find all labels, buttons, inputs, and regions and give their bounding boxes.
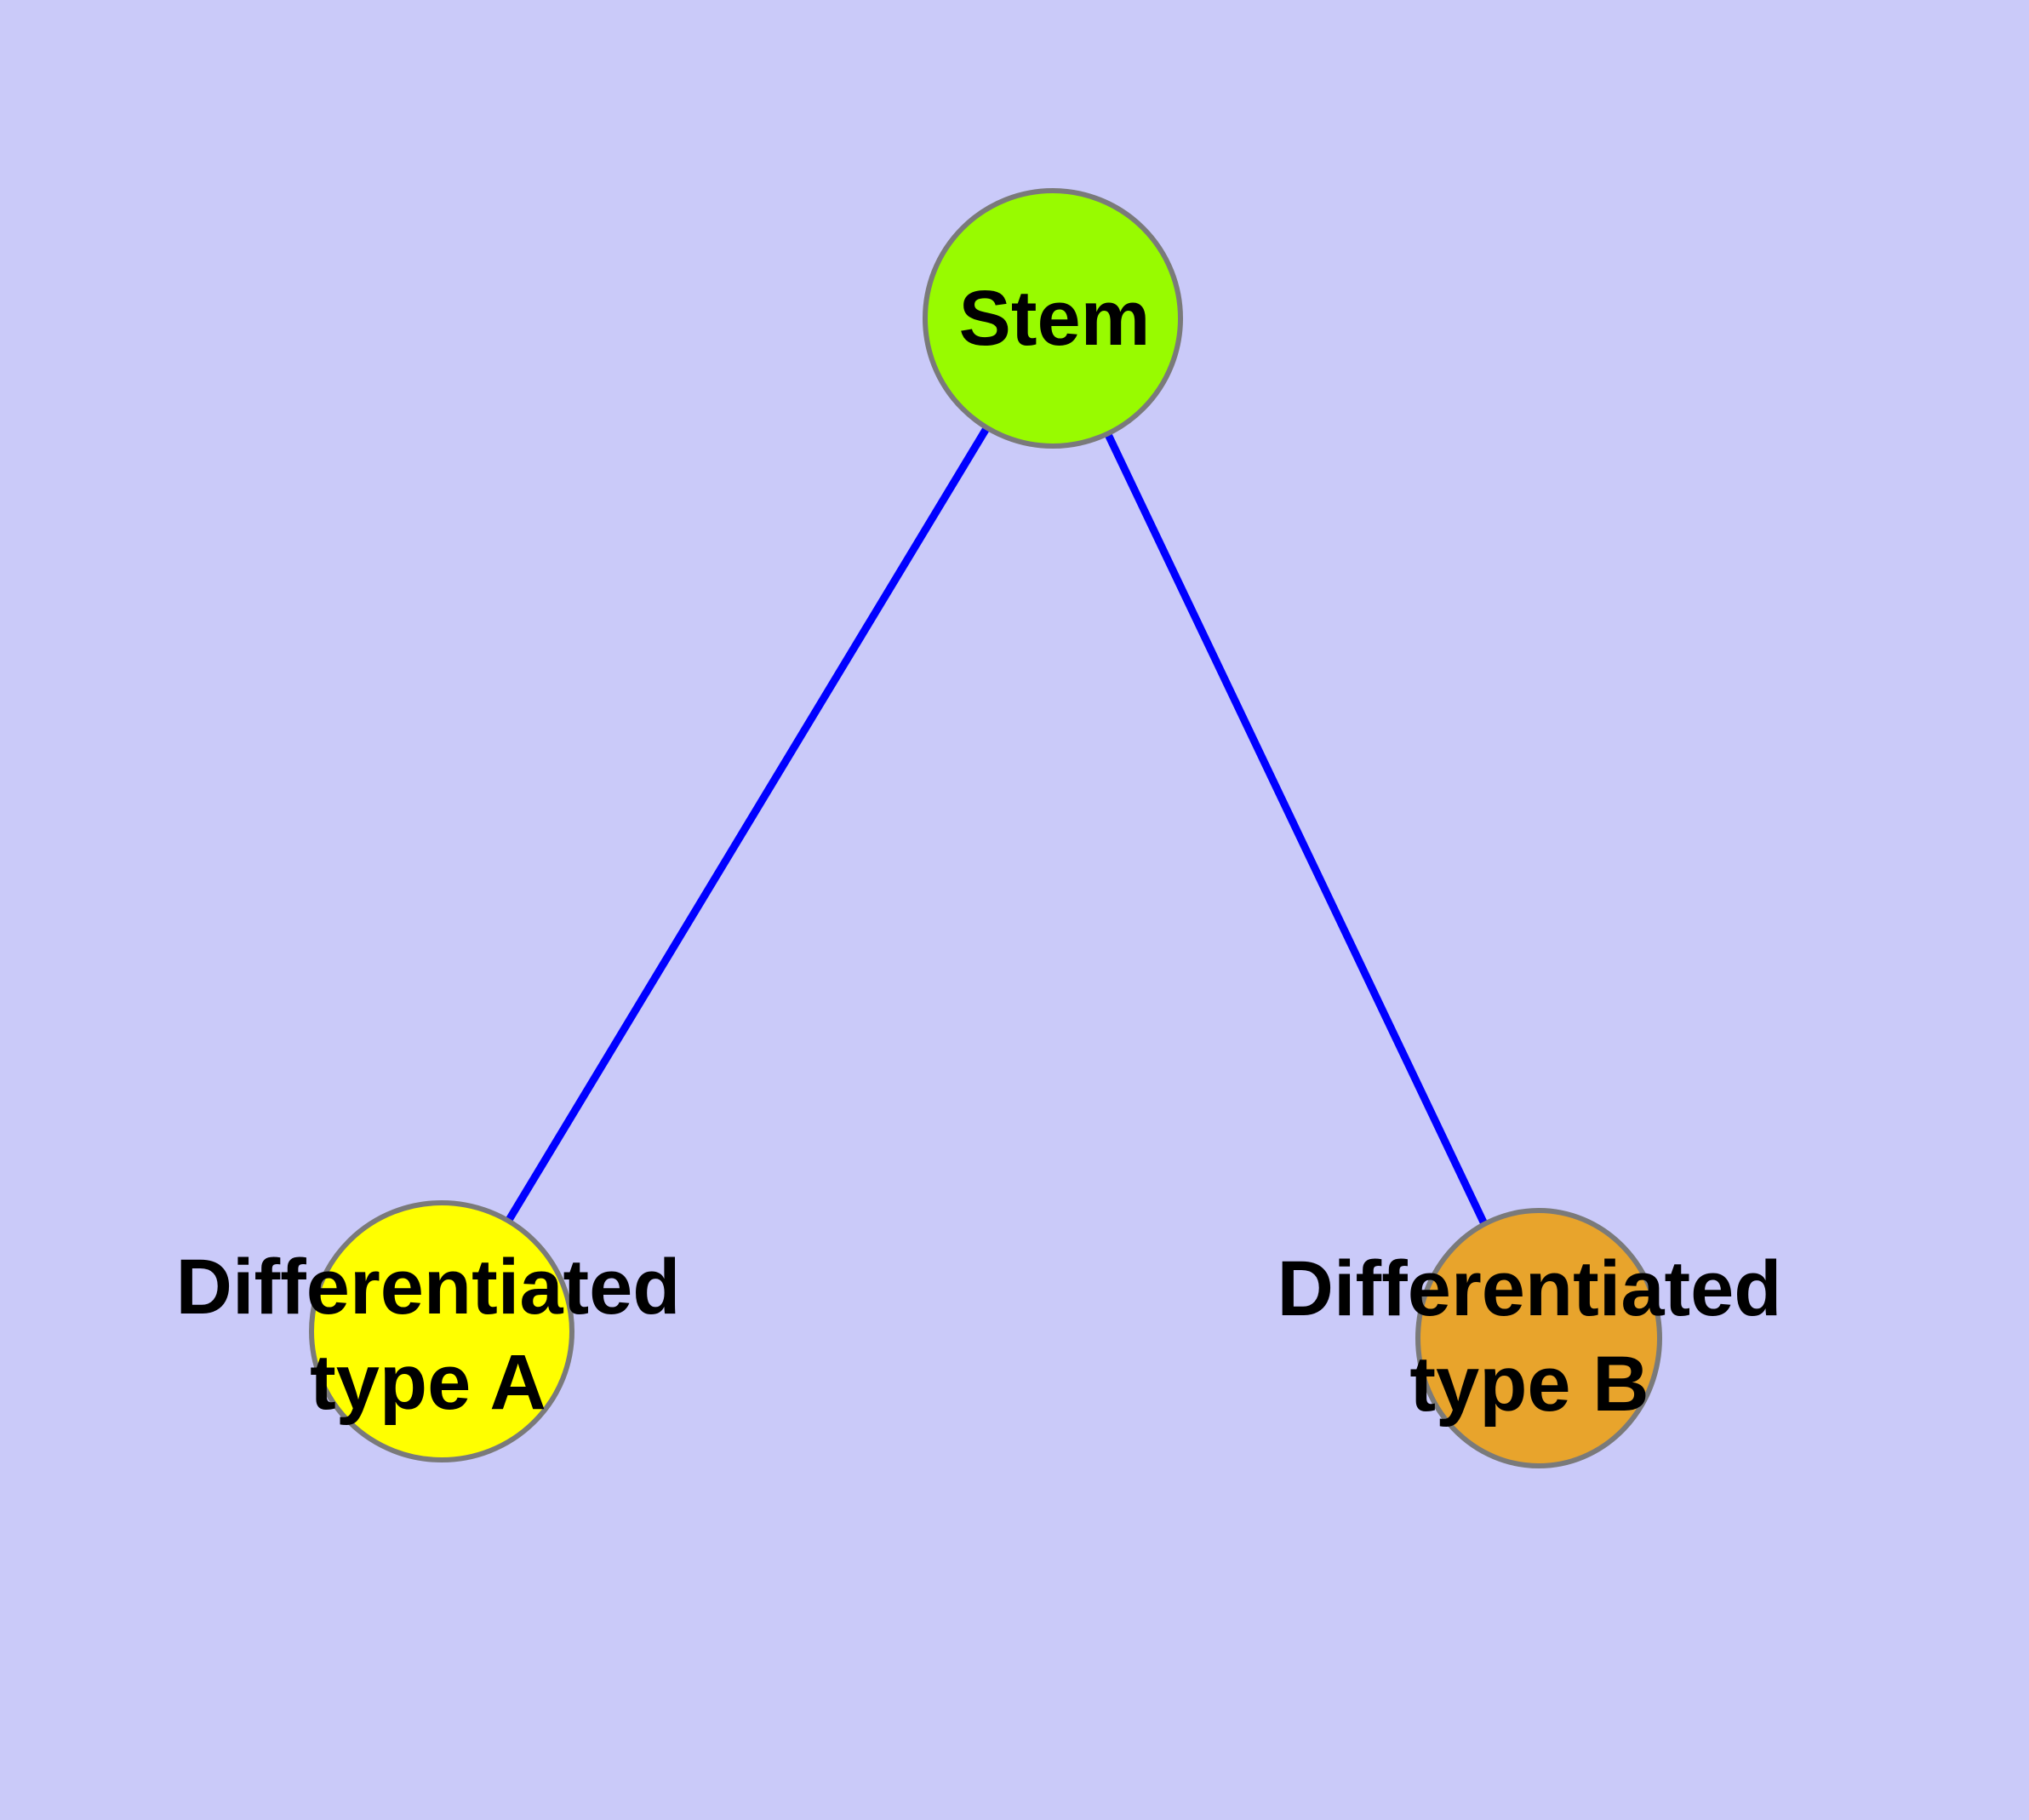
edge-stem-to-type-a <box>438 316 1056 1334</box>
node-type-b-label-line2: type B <box>1409 1341 1649 1428</box>
node-type-b-label: Differentiated type B <box>1277 1241 1782 1432</box>
node-type-a-label-line2: type A <box>310 1339 546 1426</box>
node-stem-label: Stem <box>958 275 1151 362</box>
node-type-b-circle <box>1415 1208 1662 1468</box>
node-type-b-label-line1: Differentiated <box>1277 1245 1782 1332</box>
node-type-a-label-line1: Differentiated <box>175 1244 681 1331</box>
node-stem-circle <box>923 188 1183 449</box>
node-type-a-label: Differentiated type A <box>176 1239 681 1430</box>
edge-stem-to-type-b <box>1049 317 1543 1340</box>
node-type-a-circle <box>309 1200 574 1462</box>
